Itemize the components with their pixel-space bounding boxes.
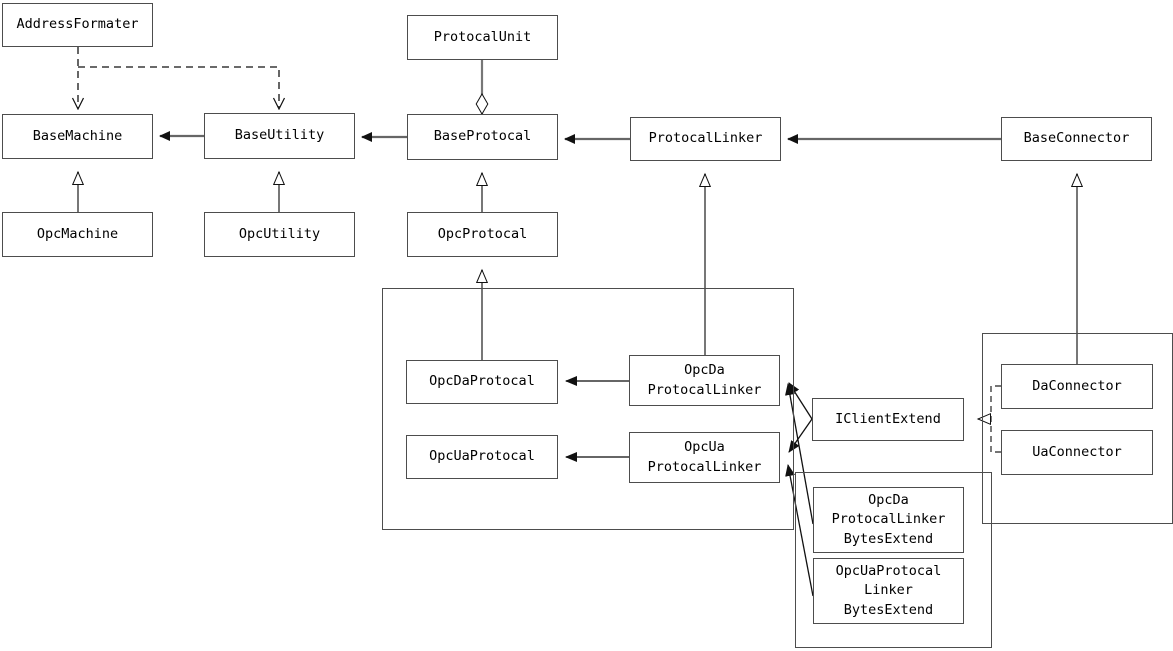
class-node-base-utility[interactable]: BaseUtility — [204, 113, 355, 159]
class-node-address-formater[interactable]: AddressFormater — [2, 3, 153, 47]
class-node-base-machine[interactable]: BaseMachine — [2, 114, 153, 159]
class-node-opc-utility[interactable]: OpcUtility — [204, 212, 355, 257]
class-node-opc-ua-protocal[interactable]: OpcUaProtocal — [406, 435, 558, 479]
class-node-base-connector[interactable]: BaseConnector — [1001, 117, 1152, 161]
class-node-iclient-extend[interactable]: IClientExtend — [812, 398, 964, 441]
group-opc-protocal-group — [382, 288, 794, 530]
class-node-opc-da-protocal[interactable]: OpcDaProtocal — [406, 360, 558, 404]
class-node-opc-ua-protocal-linker[interactable]: OpcUa ProtocalLinker — [629, 432, 780, 483]
class-node-protocal-unit[interactable]: ProtocalUnit — [407, 15, 558, 60]
class-node-opc-protocal[interactable]: OpcProtocal — [407, 212, 558, 257]
class-node-base-protocal[interactable]: BaseProtocal — [407, 114, 558, 160]
class-node-opc-da-protocal-linker[interactable]: OpcDa ProtocalLinker — [629, 355, 780, 406]
class-node-protocal-linker[interactable]: ProtocalLinker — [630, 117, 781, 161]
edge-address-formater-to-base-utility — [78, 66, 279, 108]
class-node-ua-connector[interactable]: UaConnector — [1001, 430, 1153, 475]
class-node-opc-ua-protocal-linker-bytes[interactable]: OpcUaProtocal Linker BytesExtend — [813, 558, 964, 624]
class-node-opc-machine[interactable]: OpcMachine — [2, 212, 153, 257]
class-node-da-connector[interactable]: DaConnector — [1001, 364, 1153, 409]
group-connector-group — [982, 333, 1173, 524]
class-node-opc-da-protocal-linker-bytes[interactable]: OpcDa ProtocalLinker BytesExtend — [813, 487, 964, 553]
